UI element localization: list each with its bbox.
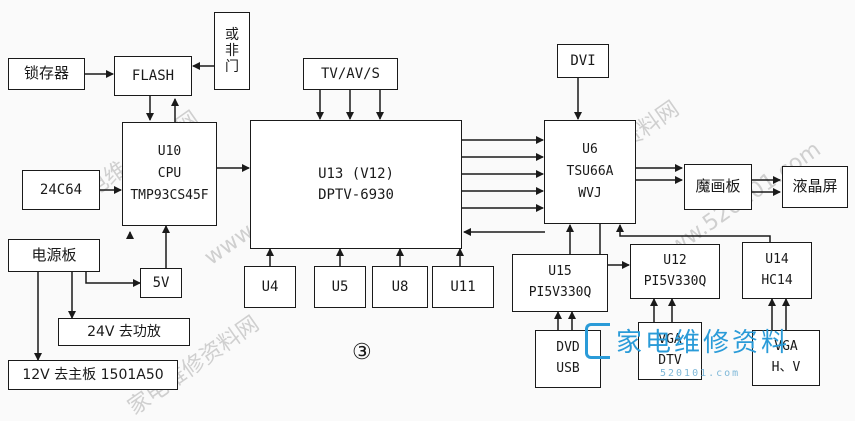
u13-block: U13 (V12) DPTV-6930 bbox=[250, 120, 462, 249]
u12-block: U12 PI5V330Q bbox=[630, 244, 720, 299]
dvi-block: DVI bbox=[557, 44, 609, 78]
or-gate-char-2: 非 bbox=[225, 42, 239, 59]
eeprom-label: 24C64 bbox=[39, 181, 83, 198]
u15-block: U15 PI5V330Q bbox=[512, 254, 608, 312]
power-board-block: 电源板 bbox=[8, 239, 100, 272]
usb-label: USB bbox=[556, 361, 580, 376]
logo-text: 家电维修资料 bbox=[616, 328, 791, 358]
u4-label: U4 bbox=[261, 278, 279, 295]
vga-dtv-block: VGA DTV bbox=[638, 322, 702, 380]
u12-name: U12 bbox=[663, 252, 687, 268]
vga-label: VGA bbox=[658, 332, 682, 348]
dvd-usb-block: DVD USB bbox=[535, 330, 601, 388]
amp-supply-label: 24V 去功放 bbox=[87, 323, 161, 340]
lcd-panel-block: 液晶屏 bbox=[782, 166, 848, 208]
u4-block: U4 bbox=[244, 266, 296, 308]
or-gate-block: 或 非 门 bbox=[214, 12, 250, 90]
u5-block: U5 bbox=[314, 266, 366, 308]
lcd-panel-label: 液晶屏 bbox=[792, 177, 838, 196]
u6-suffix: WVJ bbox=[578, 186, 602, 202]
dvi-label: DVI bbox=[570, 52, 596, 69]
u6-name: U6 bbox=[582, 141, 598, 157]
u13-part: DPTV-6930 bbox=[318, 186, 394, 203]
u14-part: HC14 bbox=[761, 272, 793, 288]
figure-number: ③ bbox=[352, 340, 372, 365]
u10-name: U10 bbox=[157, 143, 182, 159]
block-diagram-connections bbox=[34, 62, 790, 361]
u8-label: U8 bbox=[391, 278, 409, 295]
amp-supply-block: 24V 去功放 bbox=[58, 318, 190, 346]
main-supply-block: 12V 去主板 1501A50 bbox=[8, 360, 178, 390]
u8-block: U8 bbox=[372, 266, 428, 308]
u15-name: U15 bbox=[548, 264, 572, 280]
dtv-label: DTV bbox=[658, 353, 682, 368]
latch-block: 锁存器 bbox=[8, 58, 85, 90]
u11-block: U11 bbox=[432, 266, 494, 308]
flash-label: FLASH bbox=[131, 67, 175, 84]
arrow-u14-u6 bbox=[616, 224, 771, 242]
5v-block: 5V bbox=[140, 268, 182, 298]
logo-mark-icon bbox=[585, 322, 610, 359]
dvd-label: DVD bbox=[556, 340, 580, 356]
power-board-label: 电源板 bbox=[31, 245, 77, 264]
mohua-board-block: 魔画板 bbox=[684, 164, 752, 210]
u15-part: PI5V330Q bbox=[528, 285, 592, 300]
tv-av-s-label: TV/AV/S bbox=[320, 65, 380, 82]
logo-subtext: 520101.com bbox=[660, 368, 741, 379]
or-gate-char-3: 门 bbox=[225, 59, 239, 76]
vga-hv-label-1: VGA bbox=[774, 339, 798, 355]
u6-block: U6 TSU66A WVJ bbox=[544, 120, 636, 224]
u5-label: U5 bbox=[331, 278, 349, 295]
u14-name: U14 bbox=[765, 251, 789, 267]
arrow-power-5v bbox=[85, 272, 141, 287]
site-logo: 家电维修资料 bbox=[585, 322, 790, 359]
flash-block: FLASH bbox=[114, 56, 192, 96]
u10-cpu-block: U10 CPU TMP93CS45F bbox=[122, 122, 217, 226]
u14-block: U14 HC14 bbox=[742, 242, 812, 299]
u10-type: CPU bbox=[157, 165, 182, 181]
vga-hv-label-2: H、V bbox=[771, 360, 801, 375]
u11-label: U11 bbox=[450, 278, 476, 295]
mohua-board-label: 魔画板 bbox=[695, 177, 741, 196]
u10-part: TMP93CS45F bbox=[130, 188, 209, 204]
or-gate-char-1: 或 bbox=[225, 26, 239, 43]
main-supply-label: 12V 去主板 1501A50 bbox=[22, 366, 164, 383]
u6-part: TSU66A bbox=[566, 163, 614, 179]
eeprom-block: 24C64 bbox=[22, 170, 100, 210]
u13-name: U13 (V12) bbox=[318, 165, 394, 182]
5v-label: 5V bbox=[152, 274, 170, 291]
u12-part: PI5V330Q bbox=[643, 273, 707, 289]
tv-av-s-block: TV/AV/S bbox=[303, 58, 398, 90]
vga-hv-block: VGA H、V bbox=[752, 330, 820, 386]
latch-label: 锁存器 bbox=[23, 64, 69, 83]
